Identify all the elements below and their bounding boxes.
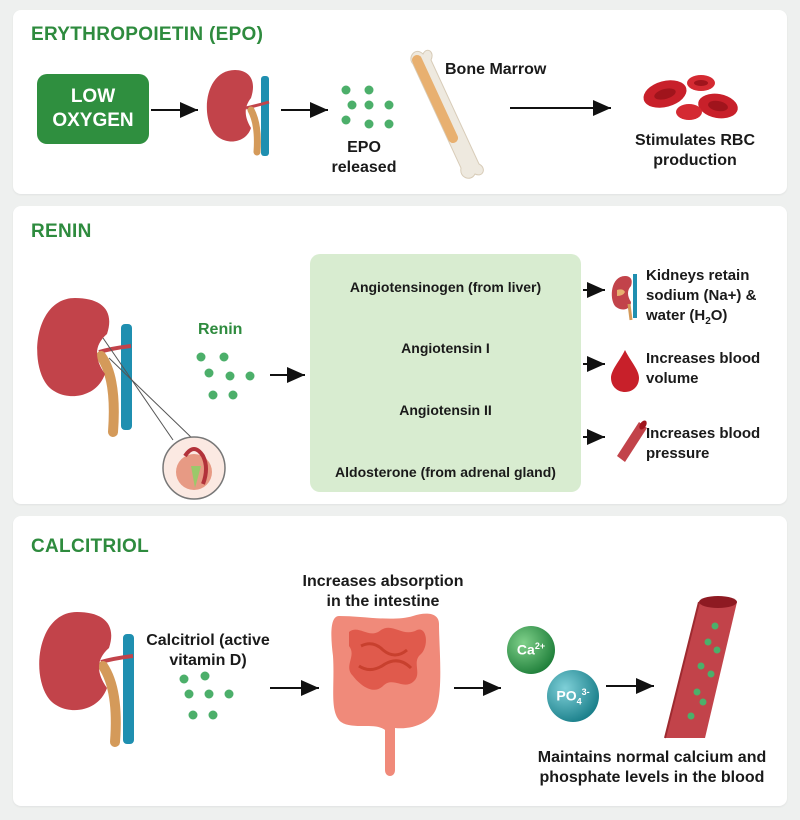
phosphate-label: PO43- xyxy=(556,687,590,707)
cascade-step-angiotensin-1: Angiotensin I xyxy=(401,340,490,356)
absorption-line1: Increases absorption xyxy=(302,573,464,590)
low-oxygen-line1: LOW xyxy=(70,86,116,107)
cascade-step-angiotensinogen: Angiotensinogen (from liver) xyxy=(349,279,542,295)
effect-volume-line1: Increases blood xyxy=(646,350,761,367)
cascade-step-angiotensin-2: Angiotensin II xyxy=(399,402,492,418)
bone-marrow-icon xyxy=(410,49,484,179)
kidney-icon xyxy=(206,70,270,156)
kidney-icon xyxy=(39,612,134,747)
effect-pressure-line1: Increases blood xyxy=(646,425,761,442)
bone-marrow-label: Bone Marrow xyxy=(445,61,547,78)
calcium-ion-icon xyxy=(507,626,555,674)
kidney-icon xyxy=(37,298,224,469)
calcitriol-panel: CALCITRIOL xyxy=(13,516,787,806)
rbc-line2: production xyxy=(653,152,737,169)
maintain-label: Maintains normal calcium and phosphate l… xyxy=(519,748,785,788)
calcitriol-title: CALCITRIOL xyxy=(31,536,150,557)
blood-vessel-icon xyxy=(664,596,737,739)
red-blood-cells-icon xyxy=(643,75,738,120)
intestine-icon xyxy=(331,613,441,776)
effect-sodium-label: Kidneys retain sodium (Na+) & water (H2O… xyxy=(646,266,756,332)
phosphate-ion-icon xyxy=(547,670,599,722)
epo-released-line1: EPO xyxy=(347,139,381,156)
low-oxygen-line2: OXYGEN xyxy=(52,110,134,131)
epo-released-line2: released xyxy=(331,159,397,176)
renin-label: Renin xyxy=(198,321,243,338)
absorption-line2: in the intestine xyxy=(326,593,440,610)
effect-sodium-line3: water (H2O) xyxy=(646,307,728,327)
blood-drop-icon xyxy=(611,350,639,392)
calcitriol-molecules xyxy=(179,671,234,720)
rbc-label: Stimulates RBC production xyxy=(615,131,775,171)
epo-title: ERYTHROPOIETIN (EPO) xyxy=(31,24,264,45)
small-kidney-icon xyxy=(611,274,637,321)
rbc-line1: Stimulates RBC xyxy=(634,132,756,149)
calcitriol-line1: Calcitriol (active xyxy=(146,632,270,649)
maintain-line1: Maintains normal calcium and xyxy=(537,749,767,766)
epo-molecules xyxy=(341,85,394,129)
renin-title: RENIN xyxy=(31,221,92,242)
cascade-step-aldosterone: Aldosterone (from adrenal gland) xyxy=(335,464,556,480)
epo-graphics xyxy=(151,49,738,179)
nephron-zoom-icon xyxy=(162,436,226,500)
low-oxygen-box: LOW OXYGEN xyxy=(37,74,149,144)
renin-molecules xyxy=(196,352,255,400)
effect-sodium-line2: sodium (Na+) & xyxy=(646,287,757,304)
epo-released-label: EPO released xyxy=(319,138,409,178)
maintain-line2: phosphate levels in the blood xyxy=(539,769,765,786)
epo-panel: ERYTHROPOIETIN (EPO) LOW OXYGEN xyxy=(13,10,787,194)
cascade-box: Angiotensinogen (from liver) Angiotensin… xyxy=(310,254,581,492)
calcitriol-label: Calcitriol (active vitamin D) xyxy=(133,631,283,671)
renin-panel: RENIN xyxy=(13,206,787,504)
blood-vessel-icon xyxy=(617,420,647,462)
calcitriol-graphics xyxy=(39,596,737,776)
effect-pressure-label: Increases blood pressure xyxy=(646,424,760,464)
effect-volume-line2: volume xyxy=(646,370,699,387)
effect-volume-label: Increases blood volume xyxy=(646,349,760,389)
effect-sodium-line1: Kidneys retain xyxy=(646,267,750,284)
absorption-label: Increases absorption in the intestine xyxy=(278,572,488,612)
calcium-label: Ca2+ xyxy=(516,641,546,658)
calcitriol-line2: vitamin D) xyxy=(169,652,247,669)
effect-pressure-line2: pressure xyxy=(646,445,710,462)
